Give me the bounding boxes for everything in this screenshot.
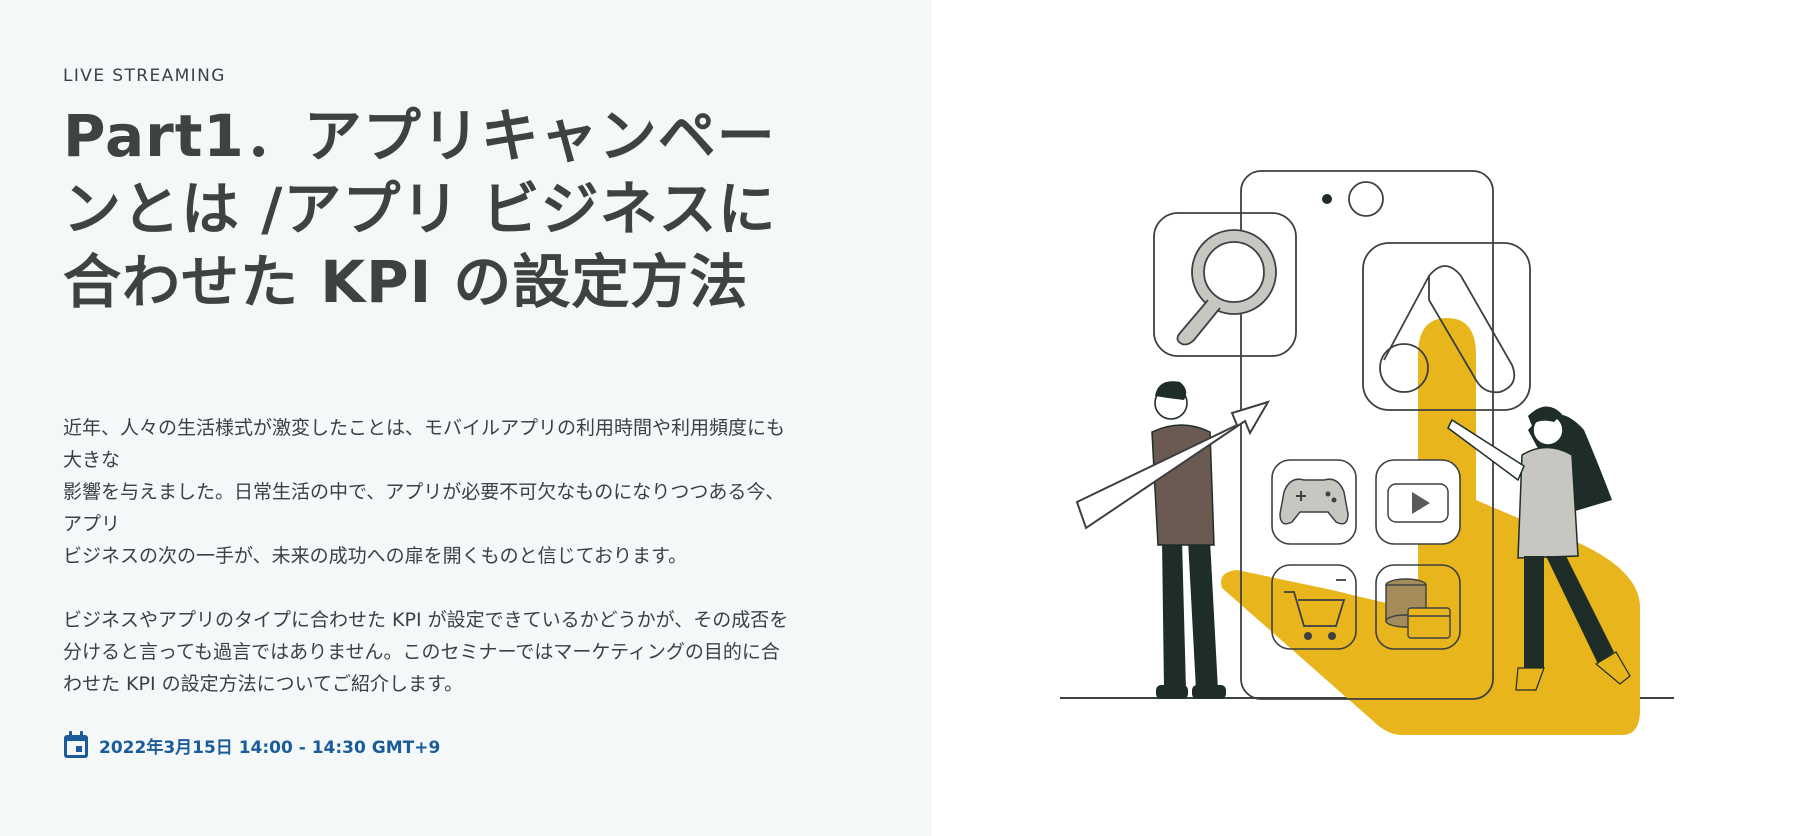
- coins-icon: [1375, 564, 1461, 650]
- gamepad-icon: [1271, 459, 1357, 545]
- description-paragraph-2: ビジネスやアプリのタイプに合わせた KPI が設定できているかどうかが、その成否…: [63, 609, 789, 695]
- event-date-row: 2022年3月15日 14:00 - 14:30 GMT+9: [63, 731, 440, 759]
- event-date: 2022年3月15日 14:00 - 14:30 GMT+9: [99, 737, 441, 758]
- ads-logo-icon: [1362, 242, 1531, 411]
- man-figure: [1151, 381, 1226, 699]
- illustration-panel: [932, 0, 1800, 836]
- page-title: Part1．アプリキャンペーンとは /アプリ ビジネスに合わせた KPI の設定…: [63, 102, 777, 316]
- event-description: 近年、人々の生活様式が激変したことは、モバイルアプリの利用時間や利用頻度にも大き…: [63, 412, 798, 700]
- event-info-panel: LIVE STREAMING Part1．アプリキャンペーンとは /アプリ ビジ…: [63, 66, 798, 759]
- play-icon: [1375, 459, 1461, 545]
- event-type-label: LIVE STREAMING: [63, 66, 226, 86]
- search-icon: [1153, 212, 1297, 357]
- description-paragraph-1: 近年、人々の生活様式が激変したことは、モバイルアプリの利用時間や利用頻度にも大き…: [63, 417, 786, 567]
- arrow-icon: [1075, 400, 1271, 530]
- app-campaign-illustration: [1060, 170, 1674, 735]
- woman-figure: [1447, 406, 1631, 691]
- shopping-cart-icon: [1271, 564, 1357, 650]
- calendar-icon: [64, 731, 88, 758]
